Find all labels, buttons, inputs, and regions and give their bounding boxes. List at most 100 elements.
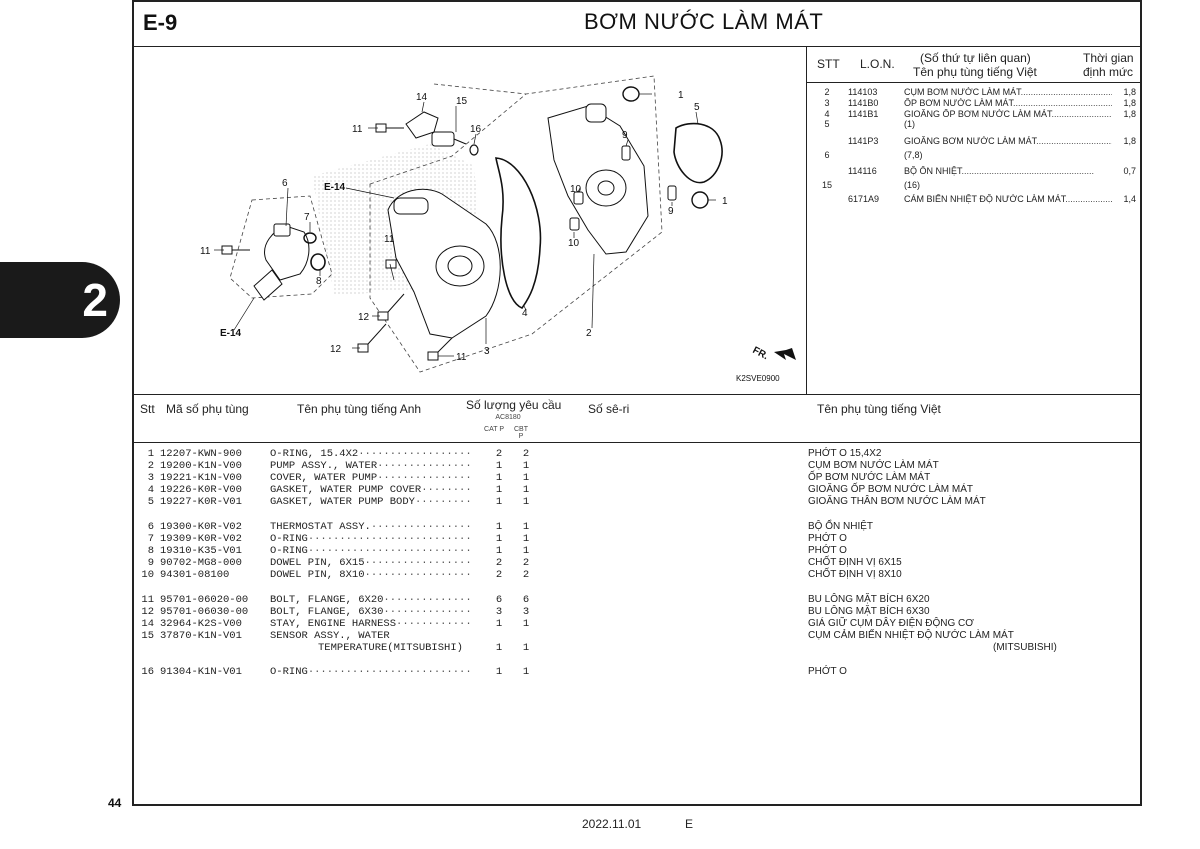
part-name-en: O-RING·································· xyxy=(270,545,470,557)
pump-cover-3 xyxy=(387,188,501,339)
part-qty-cbt: 1 xyxy=(522,642,530,654)
table-row: 14 32964-K2S-V00 STAY, ENGINE HARNESS···… xyxy=(138,618,1138,630)
ref-name: ỐP BƠM NƯỚC LÀM MÁT.....................… xyxy=(904,98,1112,108)
ref-stt: 6 xyxy=(824,150,830,160)
part-name-vn: BỘ ỔN NHIỆT xyxy=(808,521,874,532)
oring-16 xyxy=(469,144,479,156)
ref-name: CỤM BƠM NƯỚC LÀM MÁT....................… xyxy=(904,87,1112,97)
part-stt: 12 xyxy=(141,606,154,618)
dowel-pin-9-b xyxy=(667,185,677,201)
ref-stt: 5 xyxy=(824,119,830,129)
part-name-vn: PHỚT O 15,4X2 xyxy=(808,448,882,459)
exploded-parts-diagram: 1 1 2 3 4 5 6 7 8 9 9 10 10 11 11 11 11 … xyxy=(134,48,806,394)
callout-11-a: 11 xyxy=(200,246,211,257)
ref-time: 1,8 xyxy=(1123,98,1136,108)
part-qty-cbt: 1 xyxy=(522,618,530,630)
part-qty-cbt: 2 xyxy=(522,569,530,581)
part-code: 90702-MG8-000 xyxy=(160,557,242,569)
part-name-vn: BU LÔNG MẶT BÍCH 6X20 xyxy=(808,594,930,605)
part-name-vn: BU LÔNG MẶT BÍCH 6X30 xyxy=(808,606,930,617)
part-code: 32964-K2S-V00 xyxy=(160,618,242,630)
part-code: 95701-06020-00 xyxy=(160,594,249,606)
part-name-vn: PHỚT O xyxy=(808,666,847,677)
bolt-11-a xyxy=(221,245,250,255)
ref-name: CẢM BIẾN NHIỆT ĐỘ NƯỚC LÀM MÁT..........… xyxy=(904,194,1112,204)
part-qty-cat: 1 xyxy=(495,666,503,678)
col-header-stt: Stt xyxy=(140,402,155,416)
table-row: 1 12207-KWN-900 O-RING, 15.4X2··········… xyxy=(138,448,1138,460)
drawing-code: K2SVE0900 xyxy=(736,374,780,383)
part-name-en: O-RING·································· xyxy=(270,666,470,678)
section-code: E-9 xyxy=(143,10,178,35)
part-name-vn: CHỐT ĐỊNH VỊ 6X15 xyxy=(808,557,902,568)
ref-row: 2 114103 CỤM BƠM NƯỚC LÀM MÁT...........… xyxy=(812,87,1138,98)
ref-header-lon: L.O.N. xyxy=(860,57,895,71)
callout-16: 16 xyxy=(470,124,482,135)
table-row: 7 19309-K0R-V02 O-RING··················… xyxy=(138,533,1138,545)
ref-name: (7,8) xyxy=(904,150,923,160)
callout-12-a: 12 xyxy=(358,312,370,323)
part-stt: 15 xyxy=(141,630,154,642)
part-name-en: STAY, ENGINE HARNESS····················… xyxy=(270,618,470,630)
ref-stt: 2 xyxy=(824,87,830,97)
diagram-divider xyxy=(132,394,1142,395)
callout-2: 2 xyxy=(586,328,592,339)
footer-date: 2022.11.01 xyxy=(582,817,642,831)
ref-header-name-line2: Tên phụ tùng tiếng Việt xyxy=(913,65,1037,79)
part-stt: 10 xyxy=(141,569,154,581)
part-stt: 3 xyxy=(147,472,154,484)
part-qty-cat: 1 xyxy=(495,484,503,496)
callout-12-b: 12 xyxy=(330,344,342,355)
part-stt: 7 xyxy=(147,533,154,545)
ref-lon: 114116 xyxy=(848,166,877,176)
part-name-vn: PHỚT O xyxy=(808,533,847,544)
ref-lon: 1141B0 xyxy=(848,98,879,108)
part-qty-cbt: 3 xyxy=(522,606,530,618)
ref-stt: 15 xyxy=(821,180,832,190)
ref-time: 1,8 xyxy=(1123,108,1136,119)
page-frame-left xyxy=(132,0,134,806)
reference-header-divider xyxy=(806,82,1140,83)
ref-stt: 3 xyxy=(824,98,830,108)
diagram-drawing: 1 1 2 3 4 5 6 7 8 9 9 10 10 11 11 11 11 … xyxy=(200,75,796,383)
part-name-vn: CỤM BƠM NƯỚC LÀM MÁT xyxy=(808,460,939,471)
part-qty-cbt: 1 xyxy=(522,472,530,484)
oring-1-b xyxy=(691,191,709,209)
ref-e14-b: E-14 xyxy=(220,328,242,339)
callout-10-a: 10 xyxy=(570,184,582,195)
part-qty-cat: 2 xyxy=(495,569,503,581)
ref-time: 1,8 xyxy=(1123,136,1136,146)
callout-10-b: 10 xyxy=(568,238,580,249)
part-qty-cbt: 2 xyxy=(522,557,530,569)
pump-assembly-2 xyxy=(547,103,649,255)
ref-lon: 1141P3 xyxy=(848,136,879,146)
col-header-cbt: CBT P xyxy=(514,426,528,440)
part-qty-cat: 1 xyxy=(495,618,503,630)
ref-header-time-line1: Thời gian xyxy=(1083,51,1134,65)
col-header-name-vn: Tên phụ tùng tiếng Việt xyxy=(817,402,941,416)
ref-row: 3 1141B0 ỐP BƠM NƯỚC LÀM MÁT............… xyxy=(812,98,1138,109)
table-row: 8 19310-K35-V01 O-RING··················… xyxy=(138,545,1138,557)
part-qty-cbt: 1 xyxy=(522,545,530,557)
part-name-vn: GIÁ GIỮ CỤM DÂY ĐIỆN ĐỘNG CƠ xyxy=(808,618,974,629)
callout-15: 15 xyxy=(456,96,468,107)
ref-header-stt: STT xyxy=(817,57,840,71)
part-stt: 9 xyxy=(147,557,154,569)
col-header-qty-model: AC8180 xyxy=(495,414,521,421)
ref-e14-a: E-14 xyxy=(324,182,346,193)
stay-bracket-14 xyxy=(405,111,439,139)
col-header-qty: Số lượng yêu cầu xyxy=(466,398,562,412)
ref-time: 1,8 xyxy=(1123,87,1136,97)
page-frame-right xyxy=(1140,0,1142,806)
part-code: 91304-K1N-V01 xyxy=(160,666,242,678)
ref-lon: 114103 xyxy=(848,87,878,97)
part-qty-cat: 2 xyxy=(495,448,503,460)
ref-lon: 1141B1 xyxy=(848,108,879,119)
chapter-tab: 2 xyxy=(0,262,120,338)
part-stt: 1 xyxy=(147,448,154,460)
ref-name: GIOĂNG BƠM NƯỚC LÀM MÁT.................… xyxy=(904,136,1112,146)
col-header-name-en: Tên phụ tùng tiếng Anh xyxy=(297,402,422,416)
table-row: 10 94301-08100 DOWEL PIN, 8X10··········… xyxy=(138,569,1138,581)
ref-row: 6 (7,8) xyxy=(812,150,1138,166)
dowel-pin-10-b xyxy=(569,217,580,231)
